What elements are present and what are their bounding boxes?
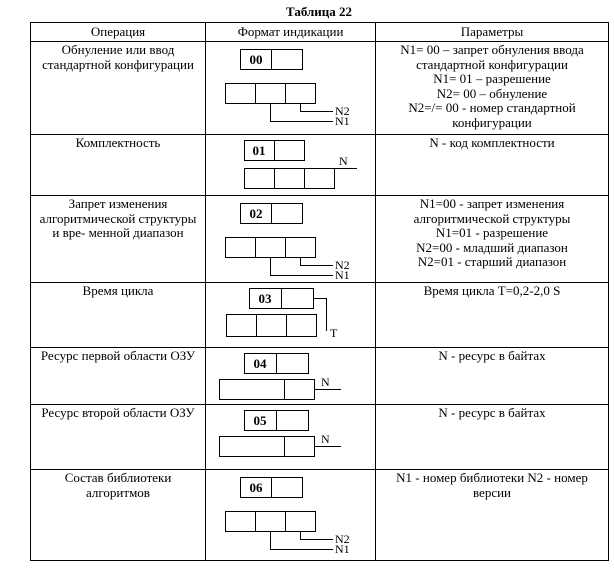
digit-box: [255, 511, 286, 532]
params-cell: N1 - номер библиотеки N2 - номер версии: [375, 469, 609, 561]
field-label-n: N: [321, 432, 330, 446]
connector-line: [313, 298, 327, 331]
format-diagram: 05 N: [219, 410, 341, 457]
code-value: 05: [254, 413, 268, 428]
field-label-n2: N2: [335, 104, 350, 118]
digit-box: [255, 237, 286, 258]
col-header-format: Формат индикации: [205, 22, 376, 42]
format-diagram: 00 N2 N1: [225, 49, 350, 127]
digit-box: [225, 83, 256, 104]
code-value: 06: [250, 480, 264, 495]
digit-box: [285, 83, 316, 104]
field-label-n1: N1: [335, 542, 350, 555]
digit-box: [286, 314, 317, 337]
digit-box: [256, 314, 287, 337]
code-value: 00: [250, 52, 263, 67]
digit-box: [274, 168, 305, 189]
format-cell: 05 N: [205, 404, 376, 470]
code-value: 01: [253, 143, 266, 158]
connector-line: [270, 103, 333, 122]
connector-line: [270, 257, 333, 276]
value-box: [281, 288, 314, 309]
digit-box: [304, 168, 335, 189]
params-cell: N1=00 - запрет изменения алгоритмической…: [375, 195, 609, 283]
digit-box: [284, 436, 315, 457]
operation-cell: Состав библиотеки алгоритмов: [30, 469, 206, 561]
digit-box: [225, 511, 256, 532]
col-header-params: Параметры: [375, 22, 609, 42]
table-row: Обнуление или ввод стандартной конфигура…: [30, 41, 609, 135]
value-box: [276, 410, 309, 431]
params-cell: Время цикла T=0,2-2,0 S: [375, 282, 609, 348]
format-cell: 01 N: [205, 134, 376, 196]
digit-box: [285, 511, 316, 532]
format-cell: 00 N2 N1: [205, 41, 376, 135]
digit-box: [285, 237, 316, 258]
format-diagram: 03 T: [226, 288, 338, 340]
value-box: [271, 49, 303, 70]
format-diagram: 06 N2 N1: [225, 477, 350, 555]
table-row: Состав библиотеки алгоритмов 06 N2 N1: [30, 469, 609, 561]
format-diagram: 01 N: [244, 140, 357, 189]
field-label-n: N: [339, 154, 348, 168]
table-title: Таблица 22: [285, 4, 353, 19]
params-cell: N1= 00 – запрет обнуления ввода стандарт…: [375, 41, 609, 135]
params-cell: N - ресурс в байтах: [375, 404, 609, 470]
value-box: [271, 203, 303, 224]
field-label-n2: N2: [335, 532, 350, 546]
format-cell: 06 N2 N1: [205, 469, 376, 561]
value-box: [271, 477, 303, 498]
format-diagram: 04 N: [219, 353, 341, 400]
format-cell: 02 N2 N1: [205, 195, 376, 283]
digit-box: [226, 314, 257, 337]
digit-box: [225, 237, 256, 258]
operation-cell: Комплектность: [30, 134, 206, 196]
field-label-t: T: [330, 326, 338, 340]
operation-cell: Ресурс первой области ОЗУ: [30, 347, 206, 405]
connector-line: [300, 257, 333, 266]
value-box: [274, 140, 305, 161]
connector-line: [300, 531, 333, 540]
connector-line: [300, 103, 333, 112]
table-row: Время цикла 03 T Время цикла T=0,2-2,0 S: [30, 282, 609, 348]
format-cell: 04 N: [205, 347, 376, 405]
field-label-n: N: [321, 375, 330, 389]
table-row: Комплектность 01 N N - код комплектности: [30, 134, 609, 196]
wide-digit-box: [219, 436, 285, 457]
wide-digit-box: [219, 379, 285, 400]
format-diagram: 02 N2 N1: [225, 203, 350, 281]
table-row: Ресурс второй области ОЗУ 05 N N - ресур…: [30, 404, 609, 470]
operation-cell: Обнуление или ввод стандартной конфигура…: [30, 41, 206, 135]
format-cell: 03 T: [205, 282, 376, 348]
header-row: Операция Формат индикации Параметры: [30, 22, 609, 42]
digit-box: [244, 168, 275, 189]
operation-cell: Ресурс второй области ОЗУ: [30, 404, 206, 470]
params-cell: N - ресурс в байтах: [375, 347, 609, 405]
operation-cell: Время цикла: [30, 282, 206, 348]
table-row: Ресурс первой области ОЗУ 04 N N - ресур…: [30, 347, 609, 405]
col-header-operation: Операция: [30, 22, 206, 42]
operation-cell: Запрет изменения алгоритмической структу…: [30, 195, 206, 283]
field-label-n1: N1: [335, 268, 350, 281]
connector-line: [270, 531, 333, 550]
field-label-n2: N2: [335, 258, 350, 272]
table-row: Запрет изменения алгоритмической структу…: [30, 195, 609, 283]
digit-box: [255, 83, 286, 104]
code-value: 03: [259, 291, 273, 306]
digit-box: [284, 379, 315, 400]
params-cell: N - код комплектности: [375, 134, 609, 196]
code-value: 02: [250, 206, 263, 221]
value-box: [276, 353, 309, 374]
operations-table: Операция Формат индикации Параметры Обну…: [30, 22, 609, 561]
field-label-n1: N1: [335, 114, 350, 127]
code-value: 04: [254, 356, 268, 371]
